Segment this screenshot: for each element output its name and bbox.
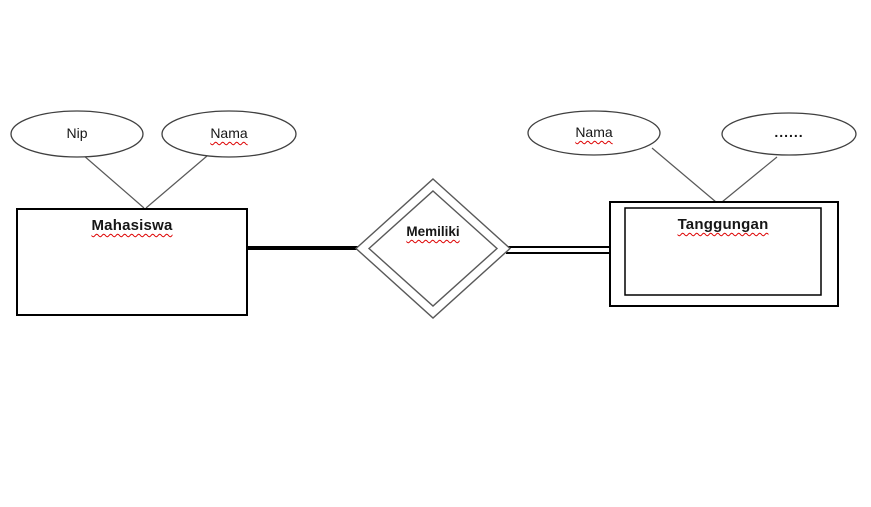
entity-label-mahasiswa: Mahasiswa	[91, 217, 173, 234]
connector-nama-to-tanggungan[interactable]	[651, 147, 717, 203]
entity-label-tanggungan: Tanggungan	[677, 216, 769, 233]
attribute-ellipse-nip[interactable]	[10, 110, 144, 158]
entity-rect-mahasiswa[interactable]	[16, 208, 248, 316]
connector-nip-to-mahasiswa[interactable]	[82, 154, 145, 209]
weak-entity-inner-rect-tanggungan[interactable]	[624, 207, 822, 296]
attribute-label-nama-tanggungan: Nama	[575, 124, 613, 140]
attribute-ellipse-dots[interactable]	[721, 112, 857, 156]
relationship-diamond-inner[interactable]	[367, 190, 499, 307]
attribute-ellipse-nama-right[interactable]	[527, 110, 661, 156]
attribute-label-nip: Nip	[66, 125, 88, 141]
attribute-ellipse-nama-left[interactable]	[161, 110, 297, 158]
relationship-label-memiliki: Memiliki	[406, 224, 460, 239]
connector-dots-to-tanggungan[interactable]	[721, 156, 778, 203]
attribute-label-nama-mahasiswa: Nama	[210, 125, 248, 141]
connector-nama-to-mahasiswa[interactable]	[145, 155, 208, 209]
attribute-label-dots: ......	[774, 124, 804, 140]
